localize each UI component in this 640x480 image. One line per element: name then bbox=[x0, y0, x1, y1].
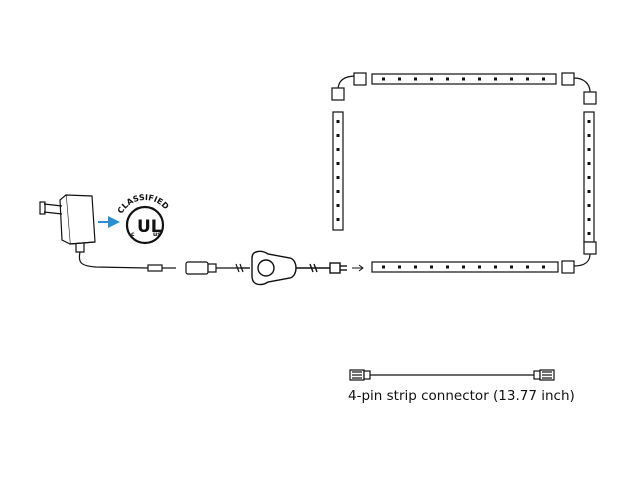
led-dot bbox=[478, 265, 481, 269]
led-dot bbox=[430, 265, 433, 269]
led-dot bbox=[336, 218, 340, 221]
led-dot bbox=[398, 77, 401, 81]
led-strip-icon bbox=[332, 73, 595, 273]
ul-country-left: c bbox=[131, 231, 135, 238]
led-dot bbox=[430, 77, 433, 81]
led-dot bbox=[587, 134, 591, 137]
dc-plug-icon bbox=[147, 264, 176, 272]
power-adapter-icon bbox=[39, 194, 149, 269]
led-dot bbox=[587, 190, 591, 193]
led-dot bbox=[446, 77, 449, 81]
led-dot bbox=[336, 120, 340, 123]
controller-icon bbox=[240, 250, 347, 286]
ul-country-right: us bbox=[153, 231, 161, 238]
led-dot bbox=[587, 176, 591, 179]
led-dot bbox=[336, 148, 340, 151]
barrel-connector-icon bbox=[185, 261, 244, 275]
strip-connector-icon bbox=[349, 369, 555, 381]
corner-connector-icon bbox=[331, 72, 597, 274]
led-dot bbox=[414, 265, 417, 269]
led-dot bbox=[478, 77, 481, 81]
led-dot bbox=[336, 162, 340, 165]
led-dot bbox=[587, 162, 591, 165]
led-dot bbox=[526, 77, 529, 81]
led-dot bbox=[542, 77, 545, 81]
led-dot bbox=[494, 77, 497, 81]
ul-classified-icon: CLASSIFIED UL c us bbox=[116, 193, 171, 245]
led-dot bbox=[462, 77, 465, 81]
led-dot bbox=[462, 265, 465, 269]
connector-caption: 4-pin strip connector (13.77 inch) bbox=[348, 388, 575, 404]
led-dot bbox=[446, 265, 449, 269]
led-dot bbox=[587, 148, 591, 151]
led-dot bbox=[414, 77, 417, 81]
direction-arrow-icon bbox=[352, 264, 364, 272]
led-dot bbox=[336, 204, 340, 207]
led-dot bbox=[336, 134, 340, 137]
led-dot bbox=[510, 77, 513, 81]
ul-logo-text: UL bbox=[137, 217, 162, 237]
led-dot bbox=[382, 77, 385, 81]
led-dots bbox=[336, 77, 591, 269]
led-dot bbox=[526, 265, 529, 269]
led-dot bbox=[336, 190, 340, 193]
led-dot bbox=[510, 265, 513, 269]
led-dot bbox=[494, 265, 497, 269]
led-dot bbox=[587, 232, 591, 235]
led-dot bbox=[587, 204, 591, 207]
led-dot bbox=[336, 176, 340, 179]
led-dot bbox=[398, 265, 401, 269]
led-dot bbox=[587, 218, 591, 221]
led-dot bbox=[587, 120, 591, 123]
led-dot bbox=[382, 265, 385, 269]
led-dot bbox=[542, 265, 545, 269]
